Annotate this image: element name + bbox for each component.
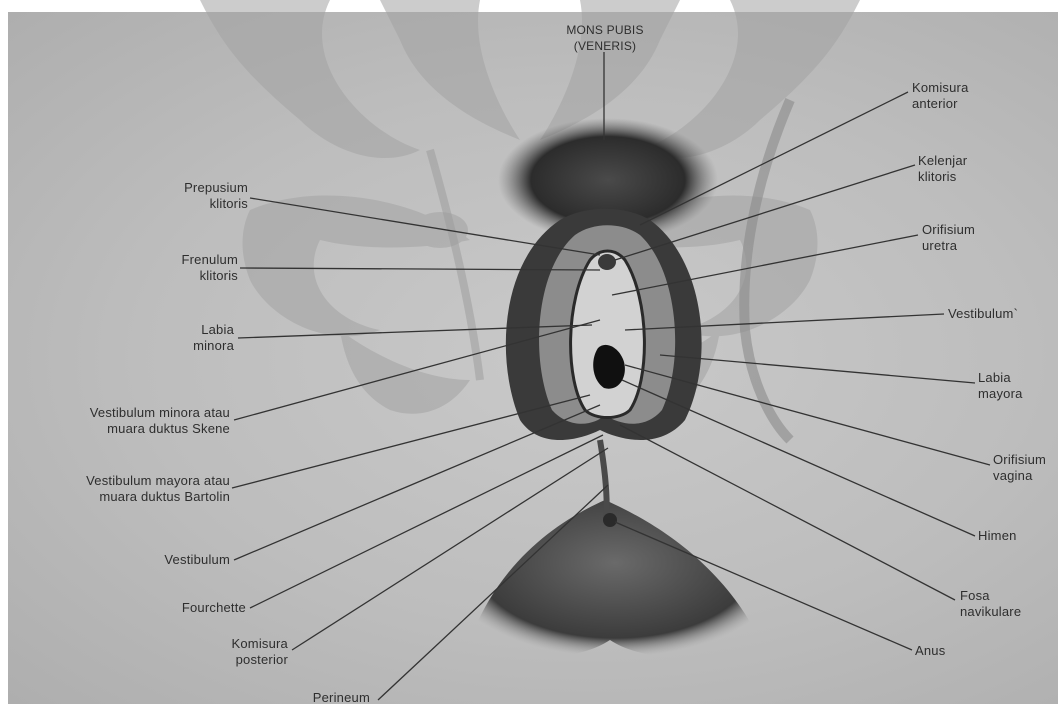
label-orifisium-uretra: Orifisium uretra [922, 222, 975, 254]
label-labia-minora: Labia minora [96, 322, 234, 354]
leader-himen [622, 380, 975, 536]
label-fourchette: Fourchette [116, 600, 246, 616]
label-anus: Anus [915, 643, 945, 659]
label-fosa-navikulare: Fosa navikulare [960, 588, 1021, 620]
label-prepusium-klitoris: Prepusium klitoris [110, 180, 248, 212]
label-vestibulum-left: Vestibulum [100, 552, 230, 568]
label-mons-pubis: MONS PUBIS (VENERIS) [535, 22, 675, 54]
label-vestibulum-minora: Vestibulum minora atau muara duktus Sken… [20, 405, 230, 437]
label-labia-mayora: Labia mayora [978, 370, 1023, 402]
anus-shape [603, 513, 617, 527]
label-frenulum-klitoris: Frenulum klitoris [100, 252, 238, 284]
label-perineum: Perineum [230, 690, 370, 704]
label-vestibulum-right: Vestibulum` [948, 306, 1018, 322]
leader-vestibulum-mayora [232, 395, 590, 488]
label-kelenjar-klitoris: Kelenjar klitoris [918, 153, 967, 185]
labia-minora-shape [571, 251, 645, 418]
clitoris-shape [598, 254, 616, 270]
label-komisura-posterior: Komisura posterior [150, 636, 288, 668]
label-vestibulum-mayora: Vestibulum mayora atau muara duktus Bart… [8, 473, 230, 505]
leader-labia-mayora [660, 355, 975, 383]
label-himen: Himen [978, 528, 1017, 544]
label-orifisium-vagina: Orifisium vagina [993, 452, 1046, 484]
label-komisura-anterior: Komisura anterior [912, 80, 969, 112]
